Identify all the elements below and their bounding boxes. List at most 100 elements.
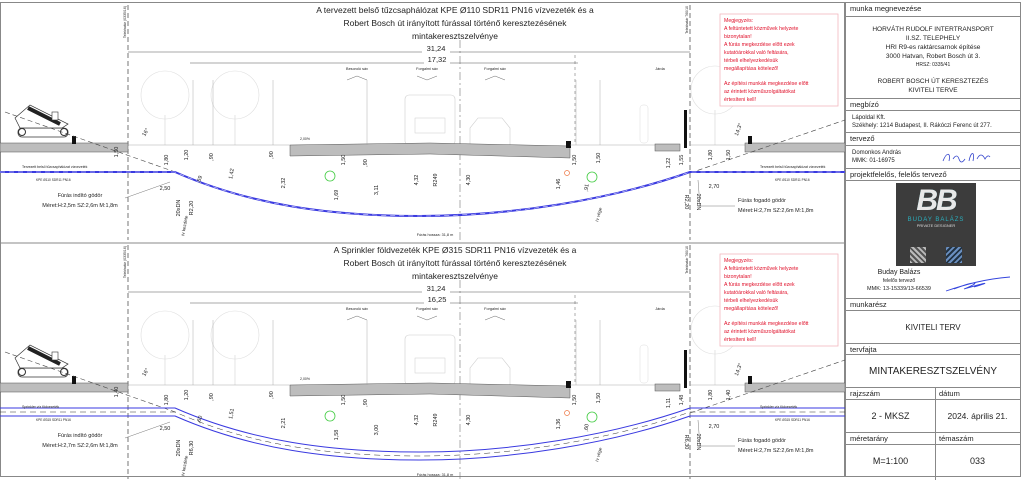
lane-label: Besoroló sáv (346, 67, 368, 71)
lane-label: Besoroló sáv (346, 307, 368, 311)
car-icon (469, 357, 511, 386)
note-text-line: A feltüntetett közművek helyzete (724, 266, 799, 272)
rig-wheel (60, 128, 68, 136)
depth-dimension-label: 2,32 (281, 178, 287, 189)
exit-angle-line (689, 119, 845, 174)
depth-dimension-label: 1,80 (164, 395, 170, 406)
note-text-line: térbeli elhelyezkedésük (724, 298, 778, 304)
scale-label: méretarány (846, 433, 935, 445)
pipe-axis (0, 171, 845, 217)
logo-initials: BB (916, 184, 957, 217)
note-text-line: az érintett közműszolgáltatókat (724, 329, 796, 335)
designer: Domonkos András MMK: 01-16975 (846, 146, 1020, 169)
note-text-line: Az építési munkák megkezdése előtt (724, 321, 809, 327)
drawing-no-label: rajzszám (846, 388, 935, 400)
qr-code-icon (910, 247, 926, 263)
project-lead-label: projektfelelős, felelős tervező (846, 169, 1020, 181)
depth-dimension-label: 2,21 (281, 418, 287, 429)
depth-dimension-label: 1,20 (184, 390, 190, 401)
depth-dimension-label: 1,20 (184, 150, 190, 161)
note-text-line: térbeli elhelyezkedésük (724, 58, 778, 64)
depth-dimension-label: 2,70 (709, 424, 720, 430)
depth-dimension-label: 1,50 (572, 155, 578, 166)
title-block: munka megnevezése HORVÁTH RUDOLF INTERTR… (845, 2, 1021, 480)
logo-tagline: PRIVATE DESIGNER (916, 223, 956, 228)
end-pit-label: Fúrás fogadó gödör (738, 198, 786, 204)
kerb (566, 381, 571, 388)
total-dimension-label: 31,24 (427, 284, 446, 293)
depth-dimension-label: ,60 (196, 415, 204, 424)
pedestrian-icon (639, 104, 649, 144)
depth-dimension-label: 1,50 (726, 150, 732, 161)
pipe-outer-line (0, 415, 845, 461)
scale-value: M=1:100 (872, 456, 909, 466)
start-pit-size: Méret:H:2,7m SZ:2,6m M:1,8m (42, 443, 118, 449)
start-pit-label: Fúrás indító gödör (58, 433, 103, 439)
arc-start-label: ív kezdete (180, 215, 189, 237)
pipe-spec-label: KPE Ø110 SDR11 PN16 (36, 178, 71, 182)
start-pit-size: Méret:H:2,5m SZ:2,6m M:1,8m (42, 203, 118, 209)
lane-label: Járda (655, 307, 665, 311)
note-text-line: megállapítása kötelező! (724, 66, 779, 72)
drawing-frame (0, 2, 845, 477)
road-right-slab (744, 142, 845, 153)
depth-dimension-label: 1,36 (556, 419, 562, 430)
depth-dimension-label: 1,55 (679, 155, 685, 166)
road-dimension-label: 16,25 (428, 295, 447, 304)
section-title-line: mintakeresztszelvénye (412, 31, 498, 41)
part-value: KIVITELI TERV (846, 311, 1020, 344)
depth-dimension-label: 1,80 (708, 150, 714, 161)
lane-direction-icon (416, 75, 438, 81)
arc-end-label: ív vége (594, 206, 603, 222)
rig-operator (51, 351, 59, 361)
total-dimension-label: 31,24 (427, 44, 446, 53)
note-text-line: kutatóárokkal való feltására, (724, 290, 789, 296)
rig-wheel (18, 128, 26, 136)
road-slope-label: 2,00% (300, 377, 310, 381)
main-road-slab (289, 142, 571, 159)
depth-dimension-label: 4,32 (414, 415, 420, 426)
depth-dimension-label: 1,58 (334, 430, 340, 441)
exit-angle-label: 14,3° (734, 123, 744, 137)
utility-crossing-icon (324, 410, 336, 422)
depth-dimension-label: 3,00 (374, 425, 380, 436)
lead-name: Buday Balázs (877, 269, 921, 276)
note-text-line: megállapítása kötelező! (724, 306, 779, 312)
leader-line (124, 421, 171, 439)
car-icon (469, 117, 511, 146)
entry-angle-line (4, 351, 179, 414)
post-icon (684, 110, 687, 148)
depth-dimension-label: R2,20 (189, 201, 195, 216)
client-label: megbízó (846, 99, 1020, 111)
note-text-line: bizonytalan! (724, 274, 752, 280)
depth-dimension-label: ,90 (209, 153, 215, 161)
work-name-line: 3000 Hatvan, Robert Bosch út 3. (885, 53, 981, 60)
utility-crossing-icon (324, 170, 336, 182)
lead-signature (945, 276, 1011, 292)
section-title-line: A tervezett belső tűzcsaphálózat KPE Ø11… (316, 5, 594, 15)
depth-dimension-label: 1,42 (228, 168, 236, 180)
work-name: HORVÁTH RUDOLF INTERTRANSPORT II.SZ. TEL… (846, 17, 1020, 99)
entry-angle-label: 16° (141, 367, 150, 377)
depth-dimension-label: ,90 (363, 399, 369, 407)
truck-grille (414, 117, 446, 134)
depth-dimension-label: 1,69 (334, 190, 340, 201)
dim-label-bg (422, 284, 450, 294)
utility-crossing-icon (564, 170, 570, 176)
lane-direction-icon (416, 315, 438, 321)
arc-start-label: ív kezdete (180, 455, 189, 477)
note-text-line: A fúrás megkezdése előtt ezek (724, 282, 795, 288)
end-pit-label: Fúrás fogadó gödör (738, 438, 786, 444)
road-right-slab (744, 382, 845, 393)
section-title-line: mintakeresztszelvénye (412, 271, 498, 281)
dim-label-bg (424, 295, 450, 305)
pipe-spec-label: KPE Ø315 SDR11 PN16 (775, 418, 810, 422)
depth-dimension-label: ,60 (583, 424, 590, 433)
main-road-slab (289, 382, 571, 399)
depth-dimension-label: 2,70 (709, 184, 720, 190)
lane-label: Forgalmi sáv (416, 67, 438, 71)
depth-dimension-label: 1,40 (726, 390, 732, 401)
depth-dimension-label: ,69 (196, 175, 204, 184)
note-text-line: értesíteni kell! (724, 337, 756, 343)
sidewalk-slab (654, 383, 681, 392)
